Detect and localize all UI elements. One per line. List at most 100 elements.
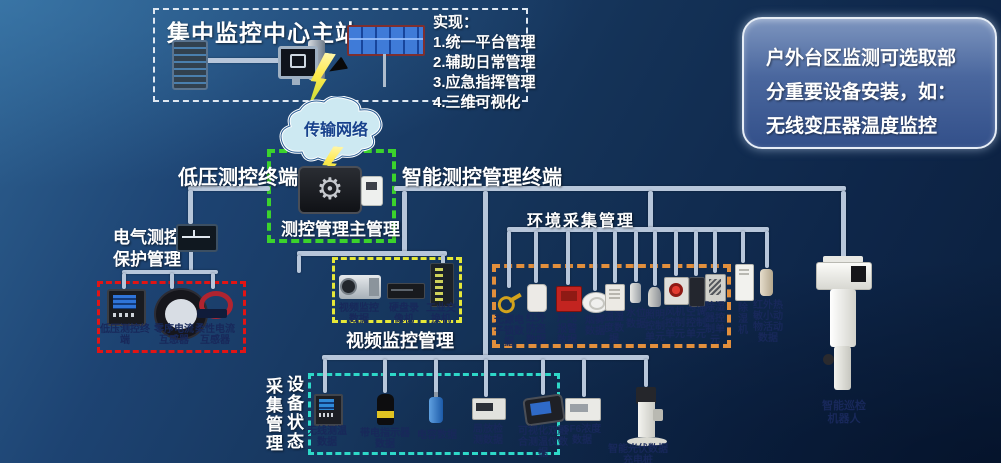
drop xyxy=(534,231,538,283)
status-title-col-left: 采集管理 xyxy=(266,377,283,453)
device-label: 空调控制单元 xyxy=(686,307,706,340)
dehumidifier-icon xyxy=(735,264,754,301)
power-meter-icon xyxy=(107,289,146,326)
drop xyxy=(653,231,657,286)
drop xyxy=(765,231,769,268)
link-electrical-v1 xyxy=(188,190,193,224)
charged-indicator-icon xyxy=(377,394,394,425)
drop xyxy=(582,359,586,397)
server-icon xyxy=(172,40,208,90)
device-label: 红外热敏小动物活动数据 xyxy=(753,300,783,344)
link-status-bus xyxy=(322,355,649,360)
thermostat-icon xyxy=(361,176,383,206)
drop xyxy=(713,231,717,273)
capacitor-icon xyxy=(429,392,443,423)
smoke-detector-icon xyxy=(582,292,610,313)
device-label: 可视化双融合测温仪数据 xyxy=(518,426,568,459)
thermal-imager-icon xyxy=(522,393,566,427)
link-video-bus xyxy=(297,251,447,256)
link-env-feed xyxy=(648,191,653,229)
device-label: 风机控制单元 xyxy=(665,307,685,340)
lighting-control-icon xyxy=(648,287,661,307)
oscilloscope-icon xyxy=(176,224,218,252)
dehumidifier-control-icon xyxy=(705,274,726,302)
ir-sensor-icon xyxy=(760,269,773,296)
main-control-label: 测控管理主管理 xyxy=(281,220,400,239)
electrical-title: 电气测控 保护管理 xyxy=(113,227,181,271)
alarm-icon xyxy=(556,286,582,312)
drop xyxy=(674,231,678,276)
device-label: 水位数据 xyxy=(626,308,646,330)
drop xyxy=(170,273,174,289)
ac-control-icon xyxy=(689,277,705,307)
robot-label: 智能巡检机器人 xyxy=(822,400,866,425)
gear-device-icon: ⚙ xyxy=(298,166,362,214)
device-label: 智能光伏数据充电桩 xyxy=(608,444,668,463)
drop xyxy=(297,255,301,273)
goal-item: 3.应急指挥管理 xyxy=(433,74,536,91)
drop xyxy=(644,359,648,387)
device-label: 温湿度数据 xyxy=(604,312,624,345)
drop xyxy=(507,231,511,288)
dvr-icon xyxy=(387,283,425,299)
callout-line: 户外台区监测可选取部 xyxy=(766,48,957,69)
device-label: 视频监控数据 xyxy=(339,303,379,325)
device-label: 红外防盗数据 xyxy=(526,313,546,346)
link-video-feed xyxy=(402,191,407,253)
flexible-ct-icon xyxy=(197,291,233,319)
cloud-icon xyxy=(279,96,383,163)
electrical-title-line: 保护管理 xyxy=(113,250,181,269)
goal-item: 1.统一平台管理 xyxy=(433,34,536,51)
fan-control-icon xyxy=(664,277,689,305)
link-env-bus xyxy=(507,227,769,232)
link-robot-feed xyxy=(841,191,846,258)
goals-heading: 实现： xyxy=(433,14,479,31)
drop xyxy=(323,359,327,393)
drop xyxy=(613,231,617,283)
goals-list: 实现： 1.统一平台管理 2.辅助日常管理 3.应急指挥管理 4.三维可视化 xyxy=(433,13,536,113)
device-label: 局放检测数据 xyxy=(473,424,503,446)
key-icon xyxy=(493,286,527,318)
wireless-temp-icon xyxy=(314,394,343,426)
drop xyxy=(541,359,545,395)
pd-detector-icon xyxy=(472,398,506,420)
cloud-label: 传输网络 xyxy=(303,122,368,139)
drop xyxy=(484,359,488,397)
link-main-left xyxy=(188,186,270,191)
callout-note: 户外台区监测可选取部 分重要设备安装，如： 无线变压器温度监控 xyxy=(742,17,997,149)
device-label: 电容数据 xyxy=(417,430,457,441)
callout-line: 无线变压器温度监控 xyxy=(766,116,938,137)
low-voltage-terminal-label: 低压测控终端 xyxy=(178,167,298,189)
device-label: 无源电子锁数据 xyxy=(494,315,524,348)
drop xyxy=(593,231,597,291)
drop xyxy=(441,255,445,265)
smart-terminal-label: 智能测控管理终端 xyxy=(402,167,562,189)
monitor-icon xyxy=(278,46,318,85)
drop xyxy=(566,231,570,285)
charging-pile-icon xyxy=(627,387,667,447)
device-label: SF6浓度数据 xyxy=(562,424,602,446)
temp-humidity-icon xyxy=(605,284,625,311)
sf6-meter-icon xyxy=(565,398,601,421)
pir-sensor-icon xyxy=(527,284,547,312)
device-label: 柔性电流互感器 xyxy=(195,324,235,346)
device-label: 低压测控终端 xyxy=(100,324,150,346)
drop xyxy=(634,231,638,282)
device-label: 硬盘录像机 xyxy=(389,303,419,325)
device-label: 除湿器控制单元 xyxy=(705,302,725,346)
device-label: 无线测温数据 xyxy=(307,426,347,448)
device-label: 零序电流互感器 xyxy=(154,324,194,346)
goal-item: 2.辅助日常管理 xyxy=(433,54,536,71)
link-main-right xyxy=(394,186,846,191)
inspection-robot-icon xyxy=(815,256,873,398)
device-label: 工业交换机 xyxy=(426,303,456,325)
link-server-monitor xyxy=(200,58,284,63)
goal-item: 4.三维可视化 xyxy=(433,94,521,111)
water-level-icon xyxy=(630,283,641,303)
status-title-col-right: 设备状态 xyxy=(287,375,304,451)
drop xyxy=(434,359,438,395)
electrical-title-line: 电气测控 xyxy=(113,228,181,247)
drop xyxy=(741,231,745,263)
drop xyxy=(122,273,126,289)
